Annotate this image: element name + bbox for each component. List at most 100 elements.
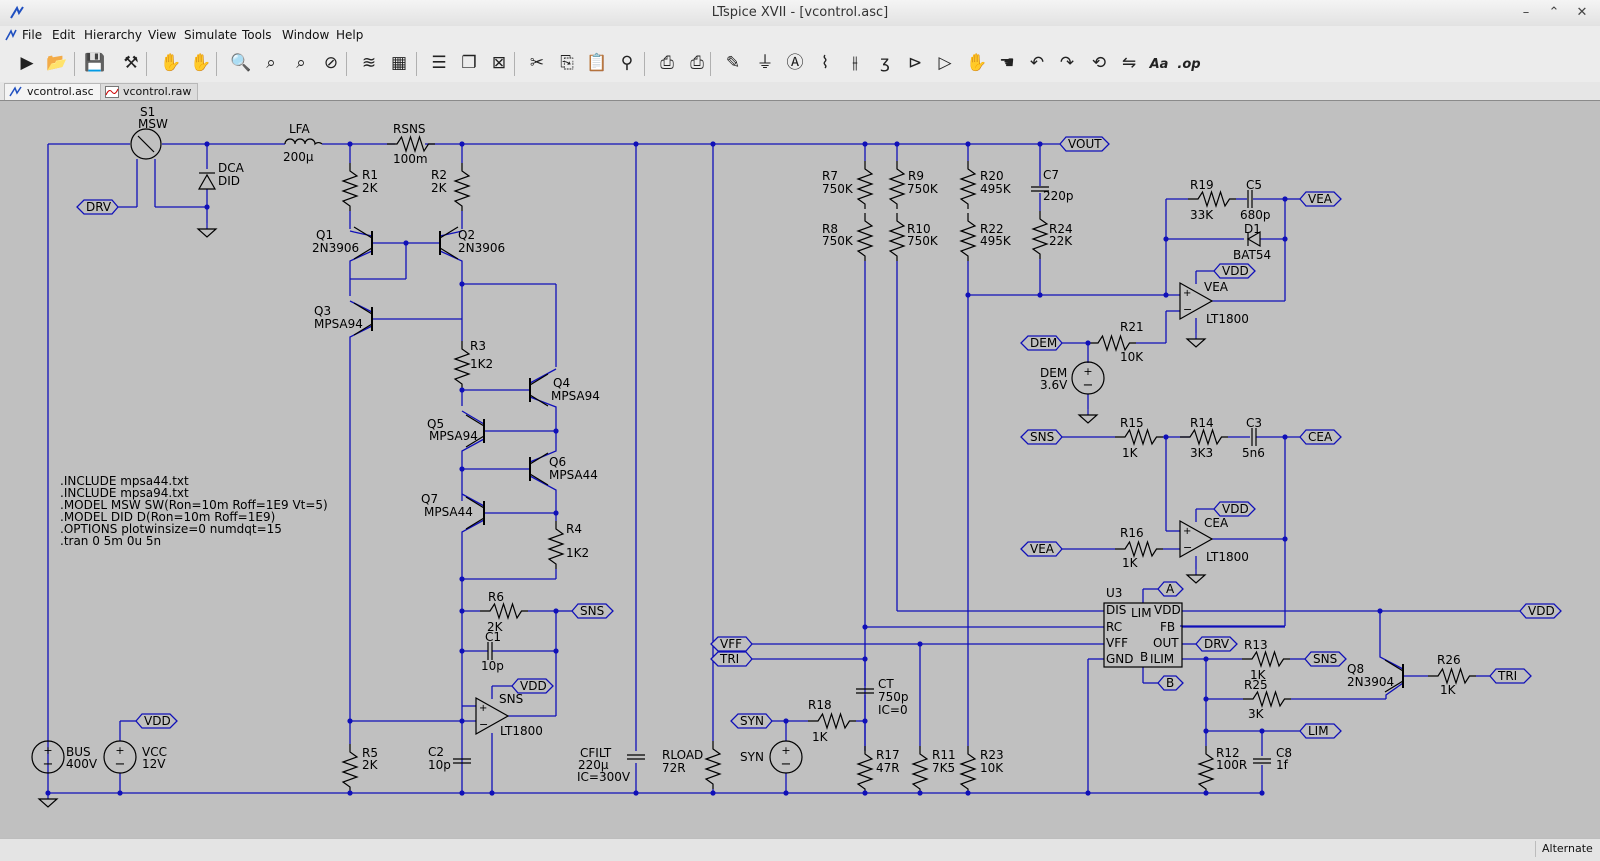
- wire[interactable]: [349, 325, 373, 719]
- inductor-lfa[interactable]: [284, 138, 323, 146]
- transistor-q5[interactable]: [465, 414, 485, 448]
- document-icon[interactable]: [4, 28, 18, 42]
- print-setup-button[interactable]: ⎙: [654, 49, 680, 77]
- tab-vcontrol-raw[interactable]: vcontrol.raw: [100, 83, 199, 100]
- net-flag-sns-mid[interactable]: SNS: [571, 603, 614, 619]
- label-button[interactable]: Ⓐ: [782, 49, 808, 77]
- copy-button[interactable]: ⎘: [554, 49, 580, 77]
- menu-hierarchy[interactable]: Hierarchy: [84, 28, 143, 42]
- resistor-r26[interactable]: [1428, 667, 1476, 685]
- mirror-button[interactable]: ⇋: [1116, 49, 1142, 77]
- transistor-q8[interactable]: [1384, 659, 1404, 693]
- net-flag-vff[interactable]: VFF: [710, 636, 753, 652]
- voltage-source-vcc[interactable]: +−: [103, 740, 137, 774]
- resistor-rload[interactable]: [704, 741, 722, 789]
- zoom-in-button[interactable]: 🔍: [228, 49, 254, 77]
- opamp-cea[interactable]: +−: [1179, 519, 1214, 559]
- capacitor-c1[interactable]: [487, 642, 493, 660]
- wire[interactable]: [1385, 682, 1404, 699]
- resistor-r8[interactable]: [856, 213, 874, 261]
- resistor-r22[interactable]: [959, 213, 977, 261]
- wire[interactable]: [349, 300, 373, 313]
- wire[interactable]: [439, 250, 463, 284]
- menu-help[interactable]: Help: [336, 28, 364, 42]
- capacitor-c7[interactable]: [1031, 186, 1049, 192]
- resistor-r9[interactable]: [888, 161, 906, 209]
- resistor-r21[interactable]: [1088, 334, 1136, 352]
- spice-directive-button[interactable]: .op: [1176, 49, 1202, 77]
- control-panel-button[interactable]: ⚒: [118, 49, 144, 77]
- transistor-q7[interactable]: [465, 496, 485, 530]
- move-button[interactable]: ✋: [964, 49, 990, 77]
- capacitor-c2[interactable]: [453, 758, 471, 764]
- close-button[interactable]: ✕: [1576, 5, 1588, 20]
- net-flag-a-flag[interactable]: A: [1157, 581, 1184, 597]
- net-flag-drv-out[interactable]: DRV: [1195, 636, 1238, 652]
- net-flag-vea-in[interactable]: VEA: [1020, 541, 1063, 557]
- ic-u3[interactable]: [1103, 602, 1183, 668]
- menu-tools[interactable]: Tools: [242, 28, 272, 42]
- opamp-vea[interactable]: +−: [1179, 281, 1214, 321]
- run-button[interactable]: ▶: [14, 49, 40, 77]
- wire[interactable]: [1379, 611, 1404, 670]
- close-all-button[interactable]: ⊠: [486, 49, 512, 77]
- wire[interactable]: [529, 475, 557, 511]
- net-flag-cea-out[interactable]: CEA: [1299, 429, 1342, 445]
- component-button[interactable]: ▷: [932, 49, 958, 77]
- hand-button[interactable]: ✋: [188, 49, 214, 77]
- capacitor-c3[interactable]: [1251, 428, 1257, 446]
- capacitor-c5[interactable]: [1247, 190, 1253, 208]
- opamp-sns[interactable]: +−: [475, 696, 510, 736]
- open-button[interactable]: 📂: [44, 49, 70, 77]
- capacitor-cfilt[interactable]: [627, 754, 645, 760]
- zoom-full-button[interactable]: ⌕: [258, 49, 284, 77]
- diode-dca[interactable]: [197, 172, 217, 190]
- net-flag-lim[interactable]: LIM: [1299, 723, 1342, 739]
- diode-button[interactable]: ⊳: [902, 49, 928, 77]
- wire[interactable]: [529, 368, 557, 384]
- net-flag-vdd-sns[interactable]: VDD: [511, 678, 554, 694]
- wire[interactable]: [461, 410, 485, 425]
- save-button[interactable]: 💾: [82, 49, 108, 77]
- net-flag-sns-in[interactable]: SNS: [1020, 429, 1063, 445]
- voltage-source-dem[interactable]: +−: [1071, 361, 1105, 395]
- menu-file[interactable]: File: [22, 28, 43, 42]
- tile-button[interactable]: ☰: [426, 49, 452, 77]
- rotate-button[interactable]: ⟲: [1086, 49, 1112, 77]
- ground-icon[interactable]: [196, 223, 218, 238]
- resistor-r11[interactable]: [911, 746, 929, 794]
- diode-d1[interactable]: [1246, 230, 1261, 248]
- resistor-r3[interactable]: [453, 341, 471, 389]
- resistor-r20[interactable]: [959, 161, 977, 209]
- switch-s1[interactable]: [130, 128, 162, 160]
- wire[interactable]: [349, 250, 373, 296]
- inductor-button[interactable]: ʒ: [872, 49, 898, 77]
- menu-window[interactable]: Window: [282, 28, 330, 42]
- text-button[interactable]: Aa: [1146, 49, 1172, 77]
- net-flag-syn[interactable]: SYN: [730, 713, 773, 729]
- net-flag-vdd-vea[interactable]: VDD: [1213, 263, 1256, 279]
- drag-button[interactable]: ☚: [994, 49, 1020, 77]
- resistor-r16[interactable]: [1115, 540, 1163, 558]
- net-flag-tri[interactable]: TRI: [710, 651, 753, 667]
- resistor-r7[interactable]: [856, 161, 874, 209]
- wire-button[interactable]: ✎: [720, 49, 746, 77]
- ground-icon[interactable]: [1185, 569, 1207, 584]
- wire[interactable]: [461, 438, 485, 501]
- resistor-rsns[interactable]: [387, 135, 435, 153]
- undo-button[interactable]: ↶: [1024, 49, 1050, 77]
- transistor-q2[interactable]: [439, 226, 459, 260]
- net-flag-vdd-left[interactable]: VDD: [135, 713, 178, 729]
- wire[interactable]: [461, 493, 485, 507]
- transistor-q4[interactable]: [529, 373, 549, 407]
- print-button[interactable]: ⎙: [684, 49, 710, 77]
- resistor-r24[interactable]: [1031, 211, 1049, 259]
- net-flag-vea-out[interactable]: VEA: [1299, 191, 1342, 207]
- find-button[interactable]: ⚲: [614, 49, 640, 77]
- net-flag-b-flag[interactable]: B: [1157, 675, 1184, 691]
- transistor-q3[interactable]: [353, 302, 373, 336]
- resistor-r23[interactable]: [959, 746, 977, 794]
- resistor-r18[interactable]: [808, 712, 856, 730]
- resistor-r1[interactable]: [341, 163, 359, 211]
